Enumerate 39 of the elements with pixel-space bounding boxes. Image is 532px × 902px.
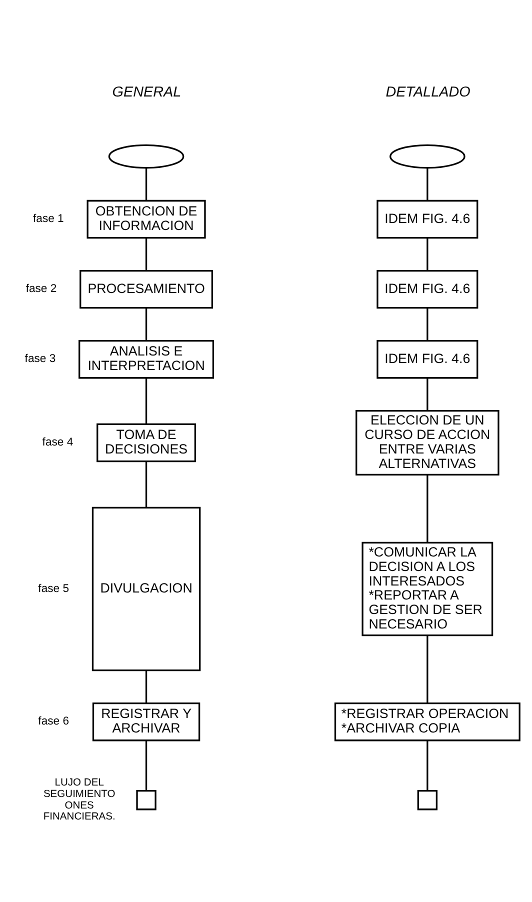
label: DETALLADO: [386, 84, 470, 100]
label: LUJO DEL SEGUIMIENTO ONES FINANCIERAS.: [43, 778, 116, 823]
node-ellipse: [108, 144, 184, 169]
connector: [145, 168, 148, 200]
connector: [145, 238, 148, 270]
label: GENERAL: [112, 84, 182, 100]
node-label: fase 6: [38, 716, 70, 728]
connector: [426, 740, 428, 790]
connector: [426, 168, 428, 200]
connector: [426, 635, 428, 704]
node-box: *COMUNICAR LA DECISION A LOS INTERESADOS *REPORTAR A GESTION DE SER NECESARIO: [362, 542, 494, 636]
node-box: [136, 790, 156, 810]
node-box: REGISTRAR Y ARCHIVAR: [92, 702, 200, 742]
connector: [145, 740, 148, 790]
node-box: ANALISIS E INTERPRETACION: [78, 340, 214, 379]
connector: [145, 461, 148, 508]
connector: [145, 670, 148, 704]
connector: [426, 378, 428, 411]
connector: [426, 308, 428, 340]
node-box: IDEM FIG. 4.6: [376, 340, 478, 379]
connector: [145, 378, 148, 424]
node-box: ELECCION DE UN CURSO DE ACCION ENTRE VARIAS ALTERNATIVAS: [356, 410, 500, 476]
connector: [426, 474, 428, 543]
connector: [426, 238, 428, 270]
node-label: fase 3: [24, 353, 56, 366]
connector: [145, 308, 148, 340]
node-box: [417, 790, 438, 810]
node-label: fase 1: [33, 213, 64, 226]
node-box: IDEM FIG. 4.6: [376, 270, 478, 309]
node-box: OBTENCION DE INFORMACION: [86, 200, 206, 239]
node-box: IDEM FIG. 4.6: [376, 200, 478, 239]
node-box: DIVULGACION: [92, 506, 201, 672]
node-box: PROCESAMIENTO: [80, 270, 214, 309]
node-box: TOMA DE DECISIONES: [96, 423, 196, 462]
node-box: *REGISTRAR OPERACION *ARCHIVAR COPIA: [334, 702, 520, 742]
node-label: fase 5: [38, 582, 70, 595]
node-ellipse: [390, 144, 466, 169]
node-label: fase 2: [26, 283, 57, 296]
node-label: fase 4: [42, 436, 74, 449]
